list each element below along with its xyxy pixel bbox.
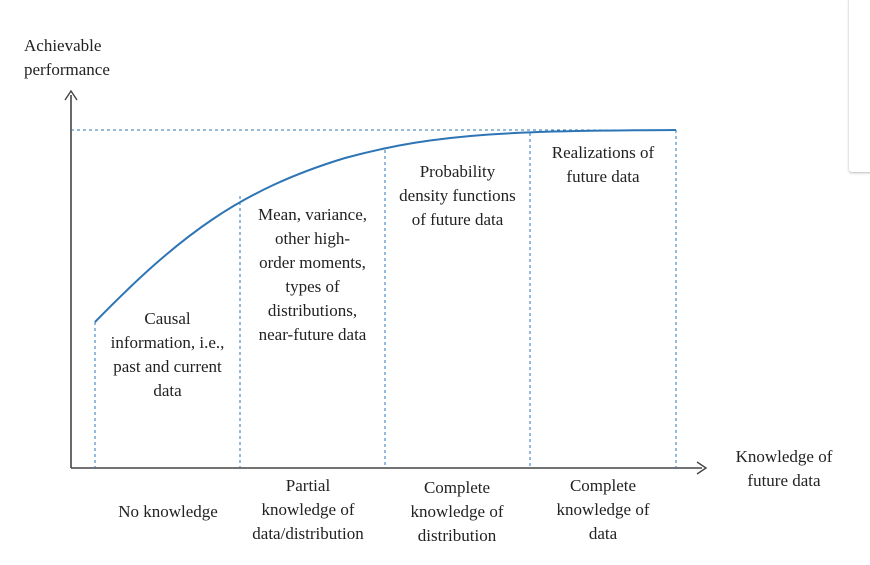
y-axis-arrow-icon xyxy=(64,89,78,101)
region-2-knowledge: Partial knowledge of data/distribution xyxy=(252,476,364,543)
performance-curve xyxy=(94,129,677,323)
region-4-knowledge: Complete knowledge of data xyxy=(556,476,650,543)
region-1-knowledge: No knowledge xyxy=(118,502,218,521)
y-axis-label: Achievable performance xyxy=(24,36,110,79)
region-4-information: Realizations of future data xyxy=(551,143,655,186)
region-3-knowledge: Complete knowledge of distribution xyxy=(410,478,504,545)
x-axis-arrow-icon xyxy=(696,461,708,475)
region-2-information: Mean, variance, other high- order moment… xyxy=(257,205,368,344)
region-3-information: Probability density functions of future … xyxy=(399,162,516,229)
region-1-information: Causal information, i.e., past and curre… xyxy=(110,309,225,400)
x-axis-label: Knowledge of future data xyxy=(735,447,833,490)
adjacent-panel-edge xyxy=(848,0,870,173)
